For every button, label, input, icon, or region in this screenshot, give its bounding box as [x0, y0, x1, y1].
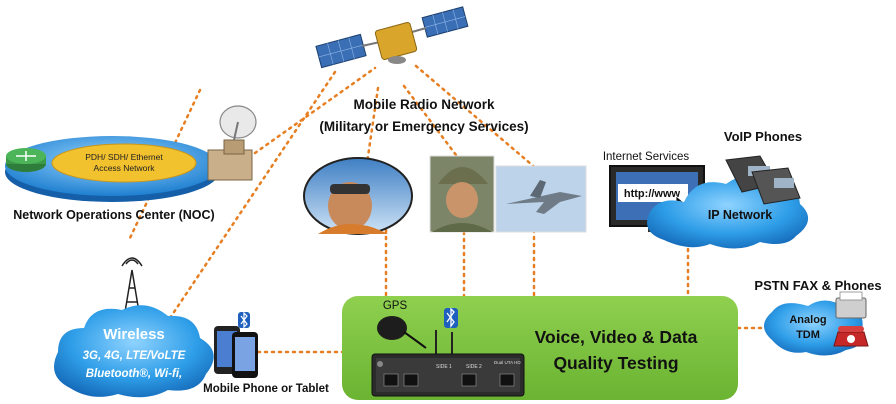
- test-device: SIDE 1 SIDE 2 Dual UTA HD: [371, 330, 525, 397]
- dish-antenna-icon: [207, 105, 257, 181]
- wireless-cloud: Wireless 3G, 4G, LTE/VoLTE Bluetooth®, W…: [54, 305, 214, 398]
- gps-antenna-icon: [377, 316, 427, 349]
- voip-title: VoIP Phones: [724, 129, 802, 144]
- quality-testing-line1: Voice, Video & Data: [535, 327, 698, 347]
- gps-label: GPS: [383, 300, 408, 312]
- connection-lines: [128, 64, 772, 354]
- noc-ring-label-2: Access Network: [94, 163, 156, 173]
- wireless-title: Wireless: [103, 326, 165, 343]
- wireless-line2: Bluetooth®, Wi-fi,: [86, 368, 183, 380]
- mobile-caption: Mobile Phone or Tablet: [203, 383, 329, 395]
- link-satellite-pilot: [364, 86, 380, 172]
- ip-network-label: IP Network: [708, 208, 772, 222]
- router-icon: [6, 148, 46, 172]
- url-text: http://www: [624, 188, 681, 200]
- pstn-tdm: TDM: [796, 329, 820, 341]
- pilot-image: [303, 157, 413, 235]
- voip-phone-icon: [725, 155, 801, 205]
- noc-access-ring: PDH/ SDH/ Ethernet Access Network: [5, 136, 219, 202]
- link-satellite-wireless: [168, 70, 337, 320]
- internet-services-label: Internet Services: [603, 151, 690, 163]
- pstn-analog: Analog: [789, 314, 826, 326]
- device-side1-label: SIDE 1: [436, 364, 452, 370]
- fighter-jet-image: [495, 165, 587, 233]
- bluetooth-icon-mobile: [238, 311, 250, 329]
- quality-testing-line2: Quality Testing: [553, 353, 678, 373]
- device-brand-label: Dual UTA HD: [494, 360, 521, 365]
- link-satellite-jet: [414, 64, 540, 172]
- mobile-phone-icon: [214, 326, 258, 378]
- noc-caption: Network Operations Center (NOC): [13, 208, 214, 222]
- bluetooth-icon-device: [444, 307, 458, 328]
- wireless-line1: 3G, 4G, LTE/VoLTE: [83, 350, 186, 362]
- mobile-radio-title: Mobile Radio Network: [353, 97, 495, 112]
- pstn-title: PSTN FAX & Phones: [754, 278, 881, 293]
- device-side2-label: SIDE 2: [466, 364, 482, 370]
- soldier-image: [429, 155, 495, 233]
- link-noc-wireless: [128, 88, 202, 240]
- red-phone-icon: [833, 326, 869, 347]
- noc-ring-label-1: PDH/ SDH/ Ethernet: [85, 152, 163, 162]
- link-satellite-soldier: [402, 84, 458, 157]
- satellite-icon: [315, 6, 469, 69]
- mobile-radio-subtitle: (Military or Emergency Services): [319, 119, 528, 134]
- fax-machine-icon: [835, 291, 867, 319]
